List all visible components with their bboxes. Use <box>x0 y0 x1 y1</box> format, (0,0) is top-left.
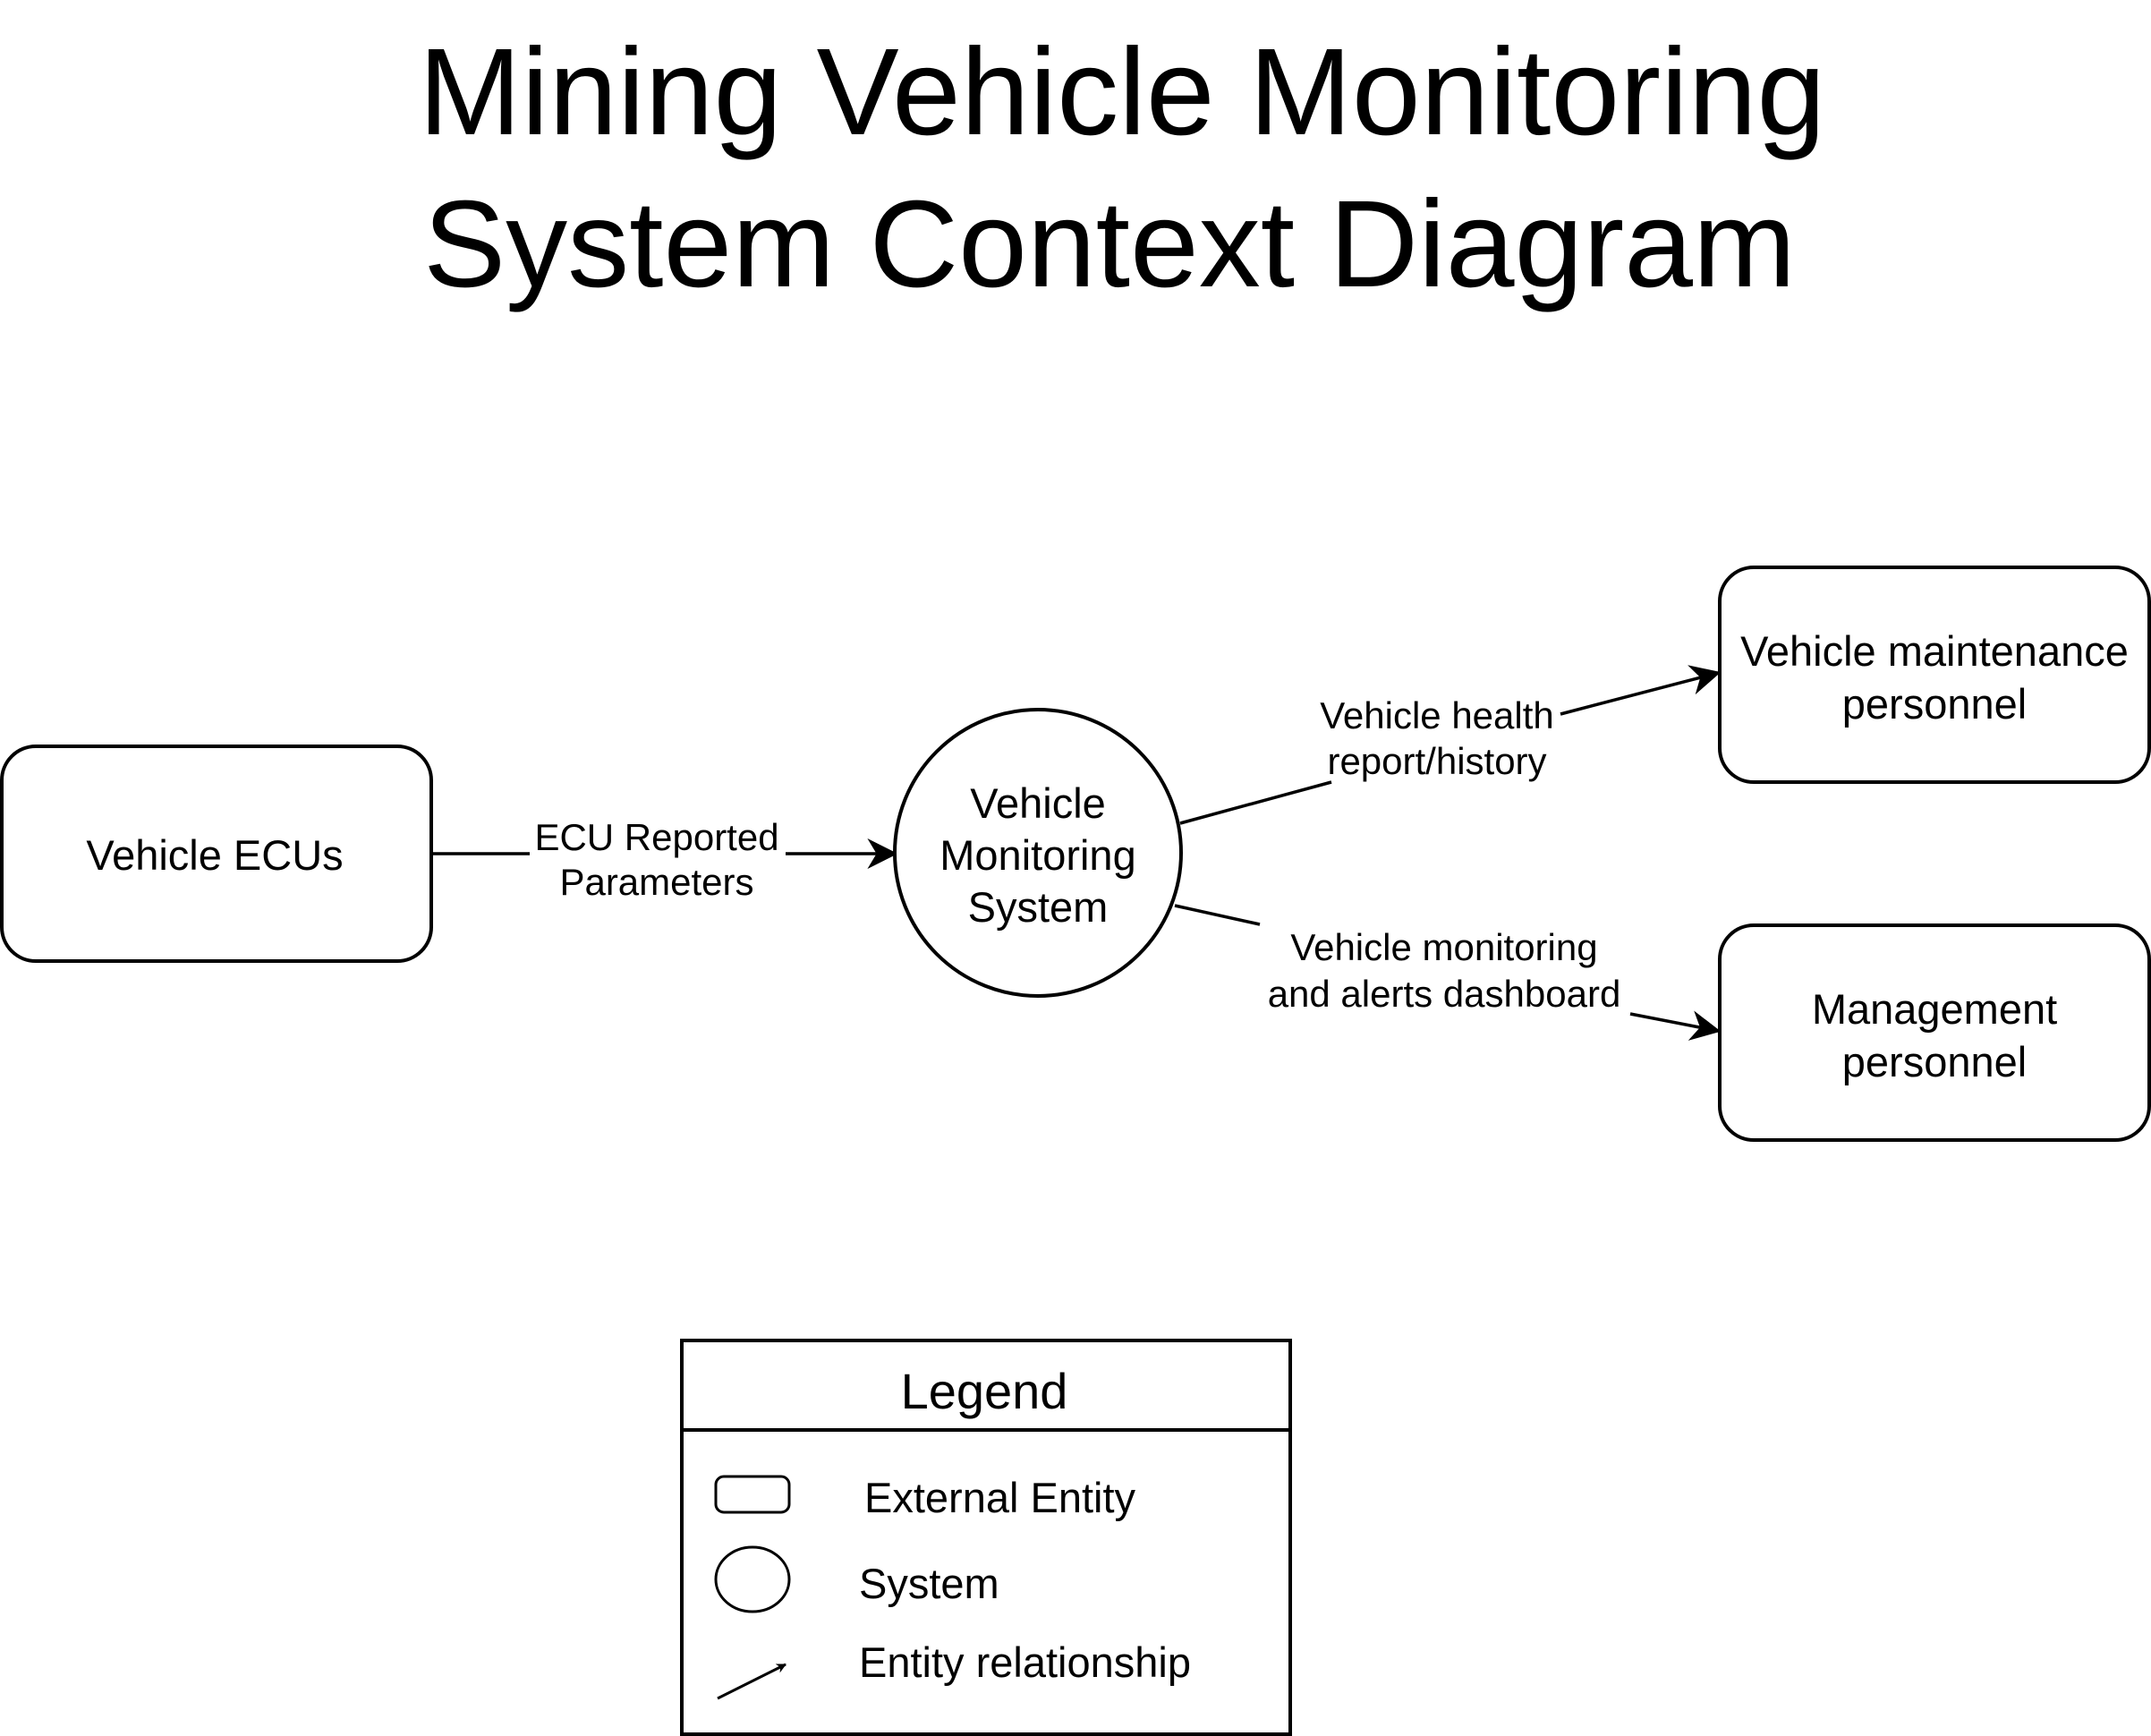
node-vehicle-ecus-label: Vehicle ECUs <box>86 831 343 879</box>
legend: Legend External Entity System Entity rel… <box>680 1339 1292 1736</box>
edge-alerts-dashboard-line-high <box>1174 904 1261 926</box>
legend-item-system-label: System <box>859 1560 999 1607</box>
arrow-icon <box>717 1663 786 1700</box>
diagram-title: Mining Vehicle Monitoring System Context… <box>419 23 1826 313</box>
edge-alerts-dashboard: Vehicle monitoring and alerts dashboard <box>1174 904 1722 1041</box>
node-maintenance-personnel-label-line-2: personnel <box>1842 680 2027 728</box>
node-maintenance-personnel: Vehicle maintenance personnel <box>1718 566 2151 784</box>
rounded-rectangle-icon <box>714 1475 791 1514</box>
edge-alerts-dashboard-label-line-2: and alerts dashboard <box>1268 973 1621 1015</box>
edge-alerts-dashboard-arrow <box>1629 1010 1722 1041</box>
edge-health-report-line-low <box>1179 780 1332 825</box>
node-vehicle-ecus-box <box>0 745 433 963</box>
edge-ecu-parameters-label-line-1: ECU Reported <box>534 816 778 858</box>
node-management-personnel: Management personnel <box>1718 923 2151 1142</box>
circle-icon <box>714 1545 791 1613</box>
node-monitoring-system-label-line-2: Monitoring <box>939 831 1135 879</box>
node-monitoring-system: Vehicle Monitoring System <box>893 708 1183 998</box>
node-monitoring-system-label-line-3: System <box>968 883 1109 931</box>
node-management-personnel-label-line-1: Management <box>1812 985 2057 1033</box>
node-monitoring-system-circle <box>893 708 1183 998</box>
legend-title: Legend <box>901 1363 1068 1419</box>
node-monitoring-system-label-line-1: Vehicle <box>970 779 1106 827</box>
edge-ecu-parameters: ECU Reported Parameters <box>431 816 898 903</box>
edge-health-report-arrow <box>1560 665 1722 716</box>
legend-item-external-entity-label: External Entity <box>864 1474 1136 1521</box>
edge-health-report-label-line-1: Vehicle health <box>1320 694 1554 736</box>
title-line-2: System Context Diagram <box>423 175 1796 313</box>
legend-item-entity-relationship-label: Entity relationship <box>859 1638 1191 1686</box>
edge-ecu-parameters-label-line-2: Parameters <box>559 861 753 903</box>
node-maintenance-personnel-box <box>1718 566 2151 784</box>
node-management-personnel-box <box>1718 923 2151 1142</box>
node-management-personnel-label-line-2: personnel <box>1842 1038 2027 1085</box>
node-vehicle-ecus: Vehicle ECUs <box>0 745 433 963</box>
title-line-1: Mining Vehicle Monitoring <box>419 23 1826 161</box>
node-maintenance-personnel-label-line-1: Vehicle maintenance <box>1740 627 2129 675</box>
edge-health-report: Vehicle health report/history <box>1179 665 1722 825</box>
edge-alerts-dashboard-label-line-1: Vehicle monitoring <box>1290 926 1597 968</box>
edge-health-report-label-line-2: report/history <box>1327 740 1546 782</box>
